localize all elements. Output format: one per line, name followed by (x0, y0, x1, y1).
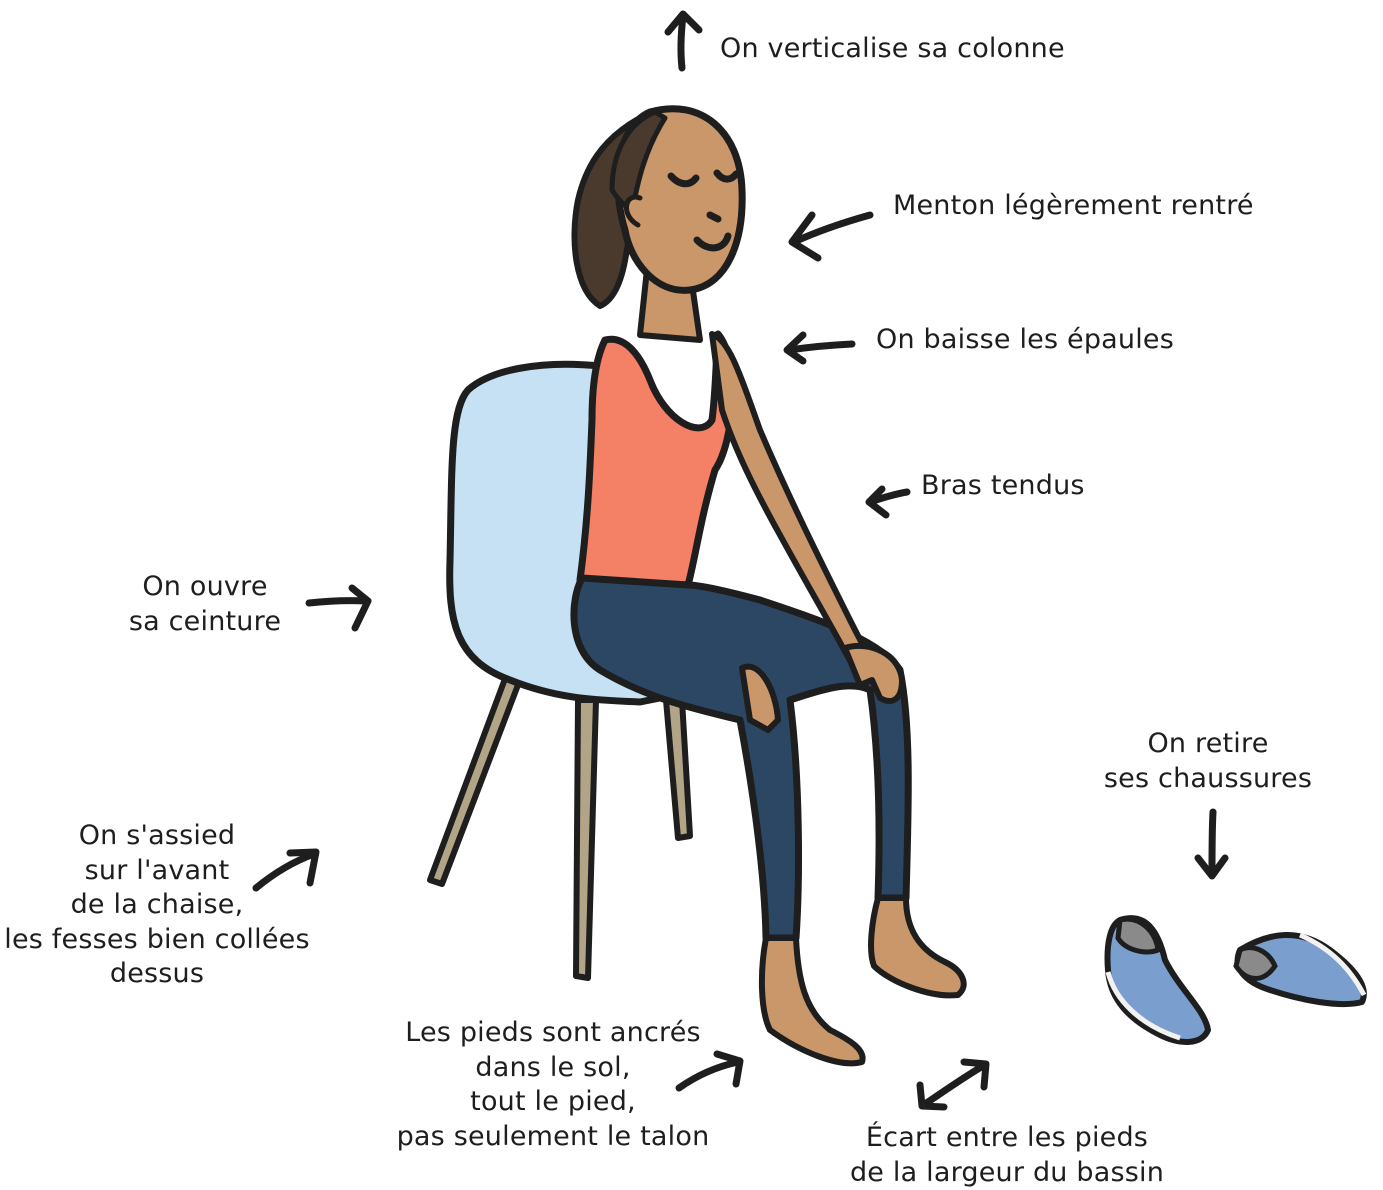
label-chin-line: Menton légèrement rentré (893, 189, 1254, 224)
shoe-left (1108, 918, 1209, 1042)
arrow-shoes-icon (1198, 812, 1225, 876)
label-belt-line-1: On ouvre (105, 570, 305, 605)
shoe-right (1236, 935, 1364, 1004)
label-shoulders-line: On baisse les épaules (876, 323, 1174, 358)
label-arms-line: Bras tendus (921, 469, 1085, 504)
label-sit-line-3: de la chaise, (0, 888, 314, 923)
woman-figure (574, 109, 964, 1064)
label-sit-line-2: sur l'avant (0, 854, 314, 889)
label-belt: On ouvre sa ceinture (105, 570, 305, 639)
label-sit-line-1: On s'assied (0, 819, 314, 854)
label-shoes: On retire ses chaussures (1088, 727, 1328, 796)
label-arms: Bras tendus (921, 469, 1085, 504)
arrow-belt-icon (309, 588, 368, 628)
arrow-spacing-icon (920, 1062, 986, 1107)
label-feet-line-1: Les pieds sont ancrés (388, 1016, 718, 1051)
arrow-chin-icon (792, 215, 870, 258)
label-feet-line-2: dans le sol, (388, 1051, 718, 1086)
arrow-up-spine-icon (668, 14, 699, 68)
label-chin: Menton légèrement rentré (893, 189, 1254, 224)
label-sit: On s'assied sur l'avant de la chaise, le… (0, 819, 314, 992)
label-spine: On verticalise sa colonne (720, 32, 1065, 67)
label-spine-line: On verticalise sa colonne (720, 32, 1065, 67)
label-spacing-line-1: Écart entre les pieds (838, 1121, 1176, 1156)
label-spacing-line-2: de la largeur du bassin (838, 1156, 1176, 1190)
label-feet-line-3: tout le pied, (388, 1085, 718, 1120)
label-shoes-line-2: ses chaussures (1088, 762, 1328, 797)
label-spacing: Écart entre les pieds de la largeur du b… (838, 1121, 1176, 1190)
label-belt-line-2: sa ceinture (105, 605, 305, 640)
label-shoes-line-1: On retire (1088, 727, 1328, 762)
arrow-arms-icon (869, 489, 907, 515)
arrow-shoulders-icon (787, 335, 852, 361)
label-feet: Les pieds sont ancrés dans le sol, tout … (388, 1016, 718, 1154)
label-sit-line-5: dessus (0, 957, 314, 992)
label-shoulders: On baisse les épaules (876, 323, 1174, 358)
shoes (1108, 918, 1365, 1042)
label-sit-line-4: les fesses bien collées (0, 923, 314, 958)
label-feet-line-4: pas seulement le talon (388, 1120, 718, 1155)
